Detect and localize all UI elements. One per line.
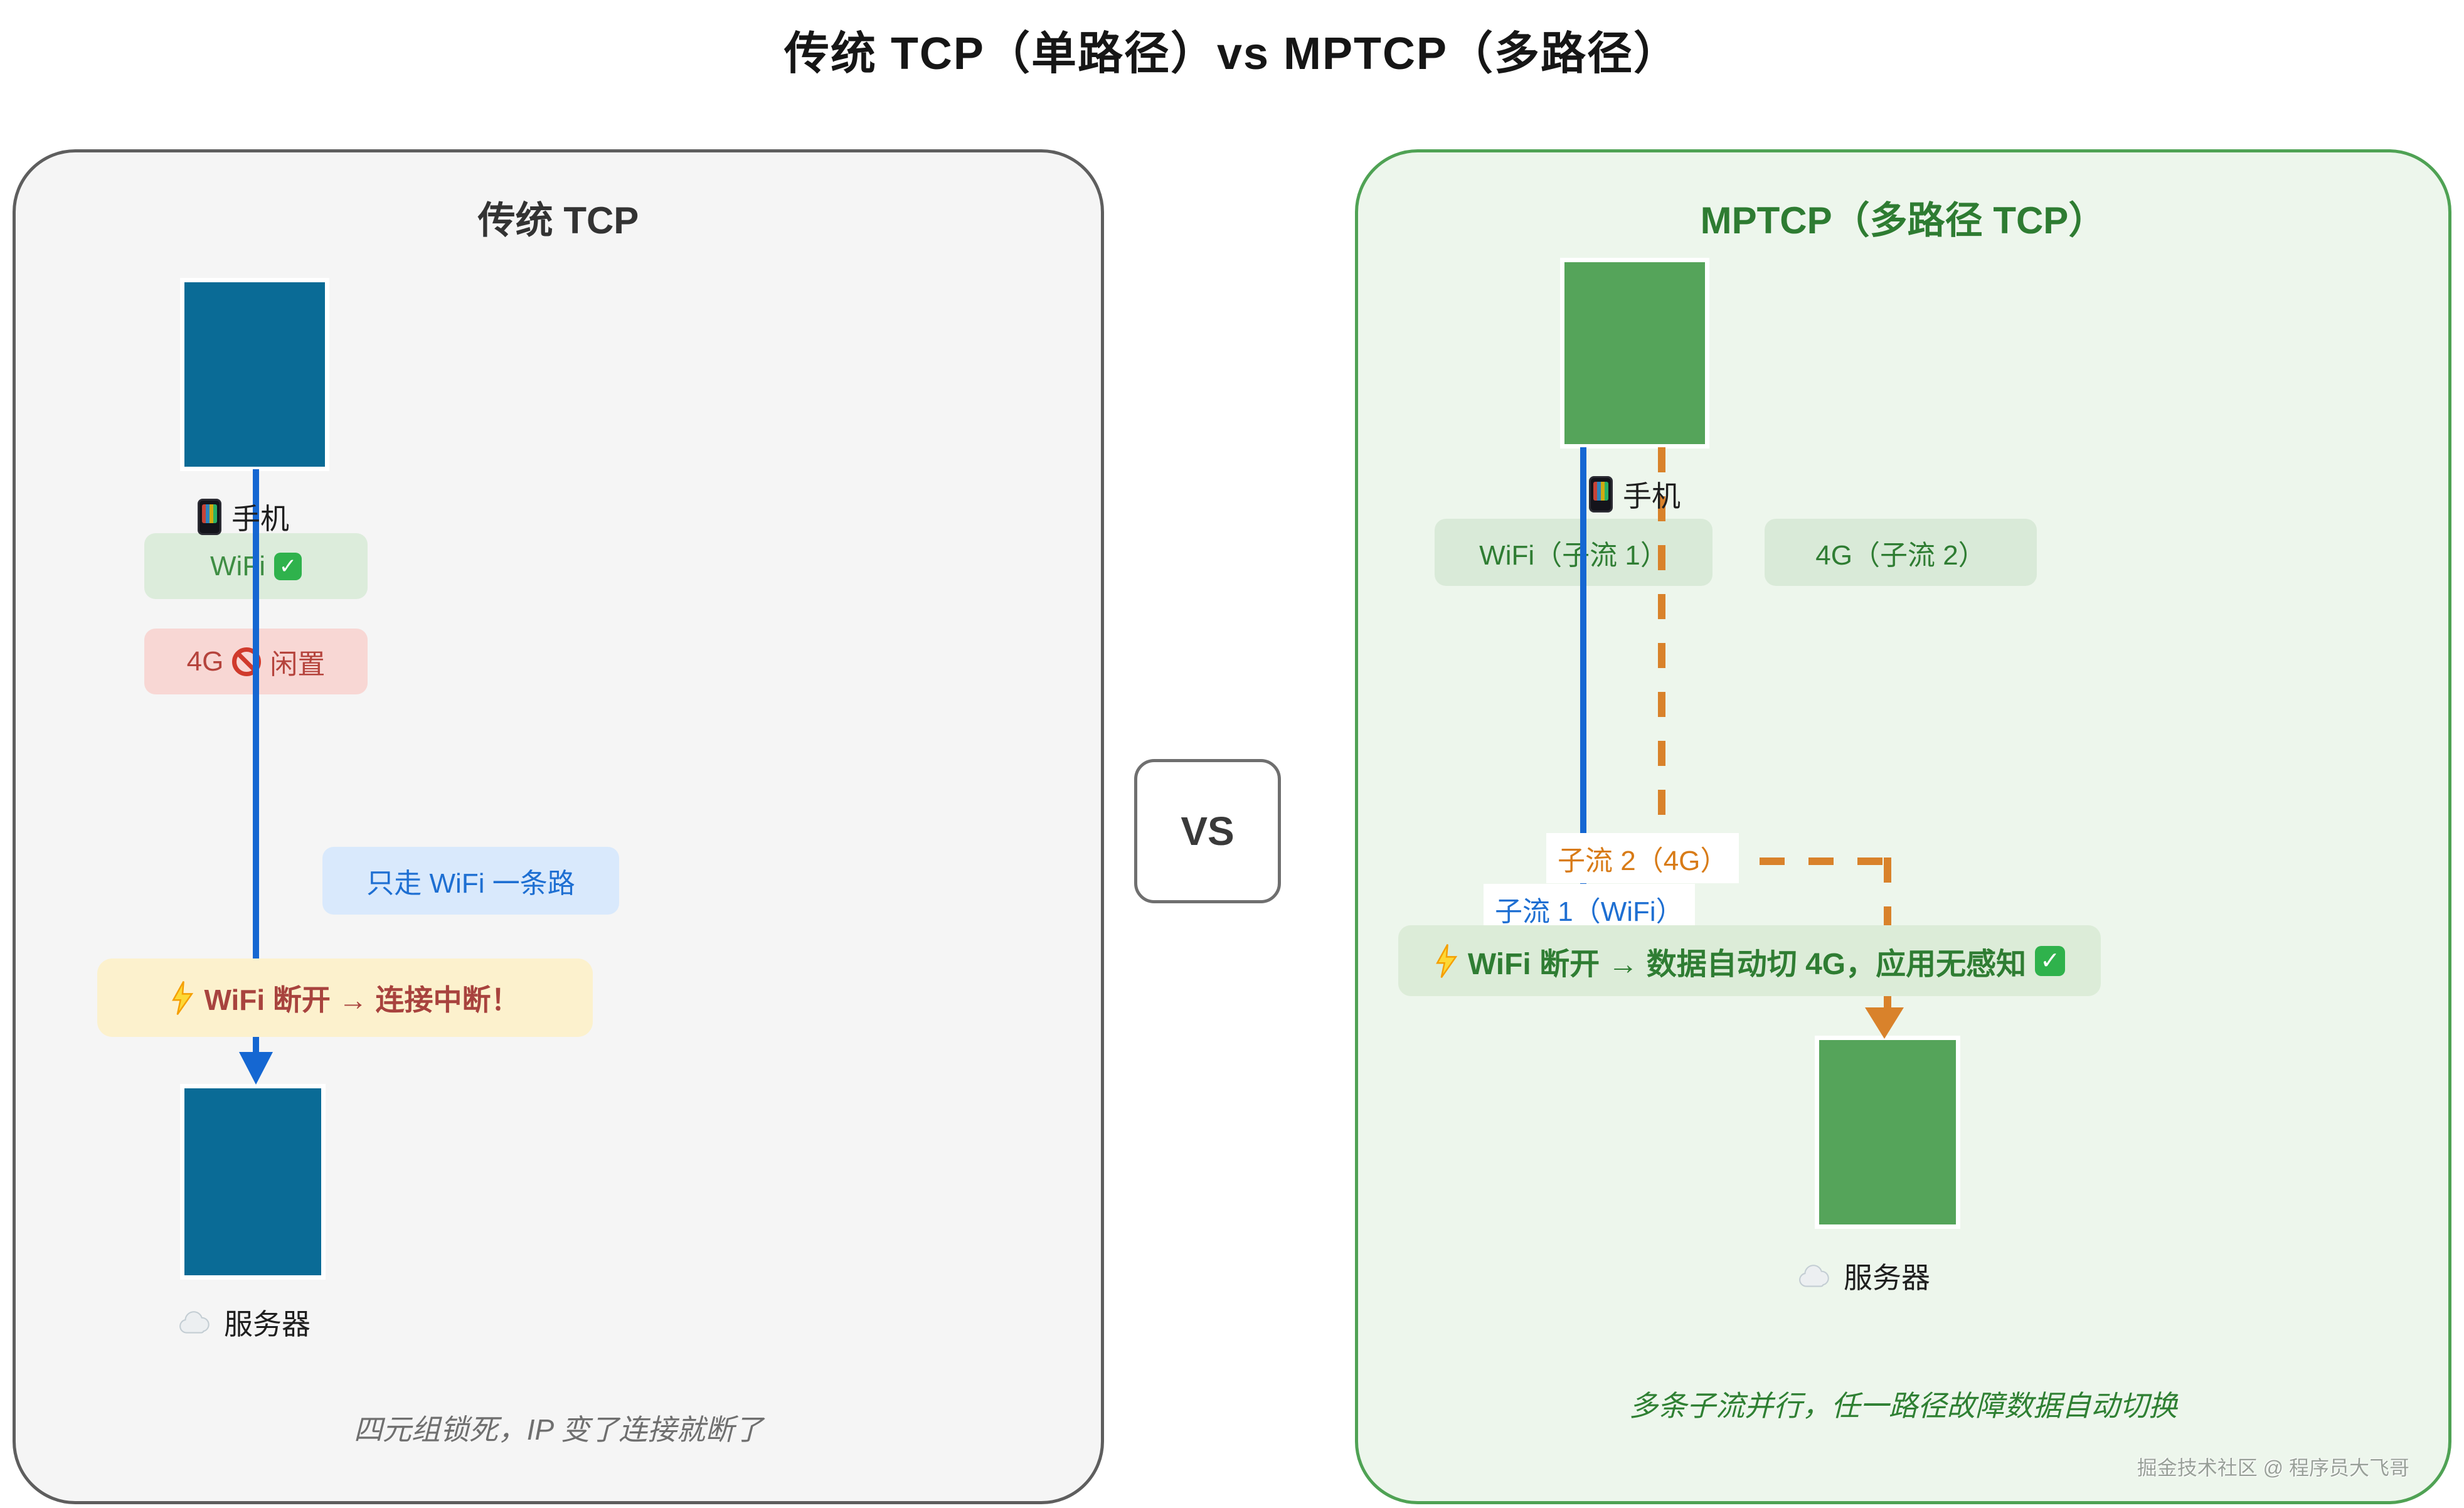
subflow2-label: 子流 2（4G） <box>1546 833 1739 883</box>
left-warning-text: WiFi 断开 → 连接中断！ <box>204 983 520 1016</box>
left-phone-label: 手机 <box>198 496 289 538</box>
panel-traditional-tcp: 传统 TCP 手机 WiFi ✓ 4G 闲置 只走 WiFi 一条路 WiFi … <box>13 149 1104 1504</box>
left-warning-badge: WiFi 断开 → 连接中断！ <box>97 958 593 1037</box>
left-wifi-connection-line <box>253 469 259 1009</box>
right-phone-label-text: 手机 <box>1623 480 1681 512</box>
right-server-node <box>1815 1036 1960 1229</box>
left-single-path-text: 只走 WiFi 一条路 <box>366 868 575 899</box>
page-title: 传统 TCP（单路径）vs MPTCP（多路径） <box>783 29 1681 79</box>
left-phone-node <box>180 278 329 471</box>
zap-icon <box>172 980 194 1015</box>
left-phone-label-text: 手机 <box>231 502 289 535</box>
phone-icon <box>198 499 221 535</box>
right-server-label: 服务器 <box>1797 1255 1930 1297</box>
arrow-down-icon <box>239 1052 273 1085</box>
check-icon: ✓ <box>273 552 302 580</box>
cloud-icon <box>1799 1265 1829 1287</box>
right-failover-text: WiFi 断开 → 数据自动切 4G，应用无感知 <box>1467 947 2027 981</box>
left-server-node <box>180 1084 326 1280</box>
left-4g-idle-suffix: 闲置 <box>270 649 326 680</box>
vs-box: VS <box>1134 759 1281 903</box>
panel-mptcp: MPTCP（多路径 TCP） 手机 WiFi（子流 1） 4G（子流 2） 子流… <box>1355 149 2451 1504</box>
left-caption: 四元组锁死，IP 变了连接就断了 <box>353 1413 763 1446</box>
right-caption: 多条子流并行，任一路径故障数据自动切换 <box>1629 1389 2177 1422</box>
vs-label: VS <box>1181 809 1235 854</box>
check-icon: ✓ <box>2035 945 2066 976</box>
right-arrow-shaft <box>1884 996 1891 1010</box>
watermark: 掘金技术社区 @ 程序员大飞哥 <box>2137 1457 2409 1479</box>
right-failover-badge: WiFi 断开 → 数据自动切 4G，应用无感知 ✓ <box>1398 925 2101 996</box>
right-panel-title: MPTCP（多路径 TCP） <box>1700 199 2106 242</box>
arrow-down-icon <box>1865 1007 1904 1039</box>
cloud-icon <box>179 1311 210 1334</box>
right-phone-node <box>1560 258 1709 449</box>
left-4g-idle-prefix: 4G <box>186 645 224 677</box>
right-wifi-subflow-badge: WiFi（子流 1） <box>1435 519 1713 586</box>
right-server-label-text: 服务器 <box>1844 1261 1930 1294</box>
right-4g-subflow-text: 4G（子流 2） <box>1815 539 1986 571</box>
right-wifi-subflow-text: WiFi（子流 1） <box>1479 539 1668 571</box>
right-4g-subflow-badge: 4G（子流 2） <box>1765 519 2037 586</box>
left-server-label: 服务器 <box>178 1302 311 1343</box>
subflow2-4g-line-vertical <box>1658 447 1665 858</box>
left-arrow-shaft <box>253 1037 259 1054</box>
left-panel-title: 传统 TCP <box>477 199 639 242</box>
phone-icon <box>1589 476 1613 512</box>
left-single-path-badge: 只走 WiFi 一条路 <box>322 847 619 915</box>
subflow1-wifi-line <box>1580 447 1586 968</box>
left-server-label-text: 服务器 <box>224 1308 311 1341</box>
right-phone-label: 手机 <box>1589 474 1681 515</box>
zap-icon <box>1435 943 1458 978</box>
